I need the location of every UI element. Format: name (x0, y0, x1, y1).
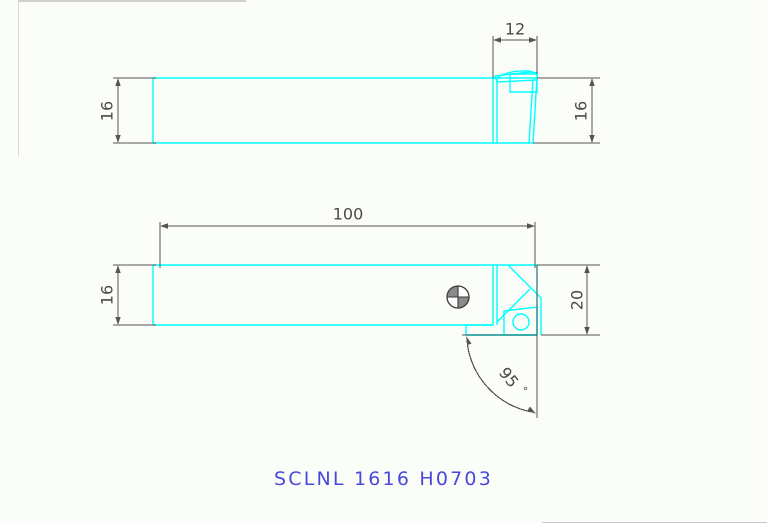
part-number-title: SCLNL 1616 H0703 (274, 468, 493, 490)
arrow-16-side-up (115, 265, 121, 273)
dim-label-16-side-left: 16 (98, 285, 117, 305)
side-view-pocket-chamfer-upper (507, 264, 542, 299)
top-view-insert-seat (509, 73, 538, 93)
arrow-16-side-down (115, 317, 121, 325)
screw-quadrant-top-left (447, 286, 458, 297)
screw-quadrant-bottom-right (458, 297, 469, 308)
arrow-16-topleft-down (115, 135, 121, 143)
dim-95-arc (466, 339, 533, 413)
screw-quadrant-top-right (458, 286, 469, 297)
top-view-insert-plate (494, 71, 538, 83)
top-view-dim-arrows (115, 37, 595, 143)
top-view-dimensions (113, 36, 600, 144)
dim-label-95-degree-symbol: ° (516, 384, 530, 396)
panel-border-top (18, 0, 246, 2)
arrow-16-topleft-up (115, 78, 121, 86)
dim-label-12: 12 (505, 20, 525, 39)
top-view-shank-outline (152, 77, 493, 144)
dim-label-16-top-left: 16 (98, 101, 117, 121)
dim-label-20: 20 (568, 290, 587, 310)
screw-crosshair (447, 286, 469, 308)
side-view-dimensions (113, 222, 600, 418)
side-view-geometry (152, 264, 542, 336)
screw-quadrant-bottom-left (447, 297, 458, 308)
side-view-insert-hole (512, 313, 530, 331)
side-view-dim-arrows (115, 223, 590, 414)
arrow-12-left (493, 37, 501, 43)
side-view-insert-square (503, 306, 538, 336)
dim-label-100: 100 (333, 205, 364, 224)
side-view-head-outline (465, 264, 538, 336)
panel-border-left (18, 0, 19, 156)
side-view-clamp-screw (446, 285, 470, 309)
top-view-insert-top-edge (496, 70, 538, 79)
arrow-16-topright-up (589, 78, 595, 86)
arrow-100-left (160, 223, 168, 229)
top-view-head-inner-right (528, 79, 534, 144)
dim-label-95: 95 (495, 364, 523, 392)
arrow-16-topright-down (589, 135, 595, 143)
arrow-12-right (529, 37, 537, 43)
arrow-100-right (527, 223, 535, 229)
arrow-20-up (584, 265, 590, 273)
arrow-95-start (466, 336, 472, 345)
side-view-pocket-chamfer-lower (496, 288, 531, 323)
arrow-95-end (527, 406, 536, 414)
dim-label-16-top-right: 16 (572, 101, 591, 121)
side-view-shank-outline (152, 264, 493, 326)
dimension-labels: 16 12 16 100 16 20 95 ° (98, 20, 591, 397)
arrow-20-down (584, 327, 590, 335)
top-view-geometry (152, 70, 538, 144)
